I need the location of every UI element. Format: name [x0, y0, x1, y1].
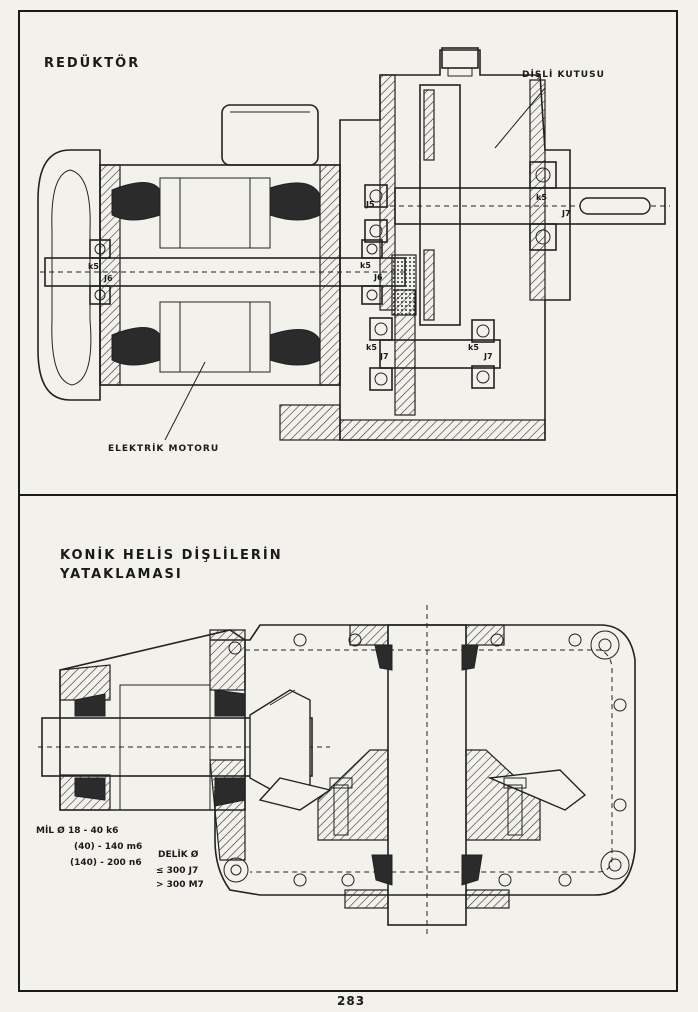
fit-label: k5: [536, 193, 547, 202]
bevel-title-line2: YATAKLAMASI: [60, 567, 183, 582]
motor-label: ELEKTRİK MOTORU: [108, 444, 220, 454]
fit-label: J7: [484, 352, 493, 361]
fit-label: k5: [360, 261, 371, 270]
hole-note-line2: ≤ 300 J7: [156, 866, 199, 876]
bevel-gear-drawing: [38, 605, 636, 935]
reducer-title: REDÜKTÖR: [44, 56, 141, 71]
fit-label: k5: [468, 343, 479, 352]
shaft-note-line3: (140) - 200 n6: [70, 858, 142, 868]
fit-label: J6: [374, 273, 383, 282]
page-number: 283: [337, 994, 366, 1008]
shaft-note-line1: MİL Ø 18 - 40 k6: [36, 826, 119, 836]
section-divider: [18, 494, 678, 496]
fit-label: k5: [366, 343, 377, 352]
gearbox-label: DİŞLİ KUTUSU: [522, 70, 605, 80]
hole-note-line3: > 300 M7: [156, 880, 204, 890]
fit-label: k5: [88, 262, 99, 271]
hole-note-line1: DELİK Ø: [158, 850, 199, 860]
shaft-note-line2: (40) - 140 m6: [74, 842, 143, 852]
fit-label: J7: [380, 352, 389, 361]
bevel-title-line1: KONİK HELİS DİŞLİLERİN: [60, 548, 283, 563]
fit-label: J6: [104, 274, 113, 283]
page-frame: [18, 10, 678, 992]
reducer-drawing: [37, 47, 670, 441]
fit-label: J5: [366, 200, 375, 209]
fit-label: J7: [562, 209, 571, 218]
